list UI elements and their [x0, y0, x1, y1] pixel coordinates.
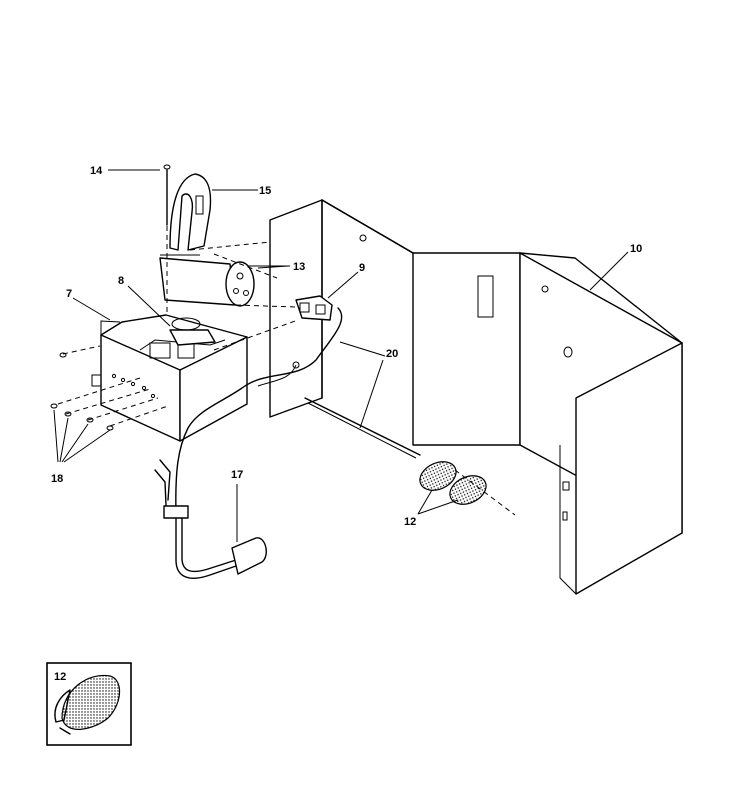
- capacitor: [159, 257, 289, 307]
- label-part-8: 8: [118, 275, 124, 287]
- power-cord: [154, 307, 343, 579]
- control-box: [91, 314, 248, 442]
- grille-pair: [419, 461, 516, 516]
- label-part-13: 13: [293, 261, 305, 273]
- connector-plug: [295, 295, 333, 321]
- label-part-14: 14: [90, 165, 103, 177]
- cabinet-housing: [269, 199, 683, 595]
- relay-component: [169, 317, 216, 346]
- screw: [163, 164, 171, 226]
- part-labels: 14 15 13 9 10 7 8 20 18 17 12 12: [51, 165, 642, 683]
- rail-bar: [304, 397, 421, 459]
- label-part-10: 10: [630, 243, 642, 255]
- label-part-18: 18: [51, 473, 63, 485]
- leader-lines: [53, 169, 629, 542]
- label-part-12-detail: 12: [54, 671, 66, 683]
- label-part-7: 7: [66, 288, 72, 300]
- loose-screws: [50, 352, 114, 431]
- label-part-12: 12: [404, 516, 416, 528]
- label-part-9: 9: [359, 262, 365, 274]
- label-part-20: 20: [386, 348, 398, 360]
- capacitor-bracket: [160, 173, 212, 256]
- label-part-17: 17: [231, 469, 243, 481]
- detail-inset: [46, 662, 132, 746]
- label-part-15: 15: [259, 185, 271, 197]
- assembly-lines: [57, 226, 299, 427]
